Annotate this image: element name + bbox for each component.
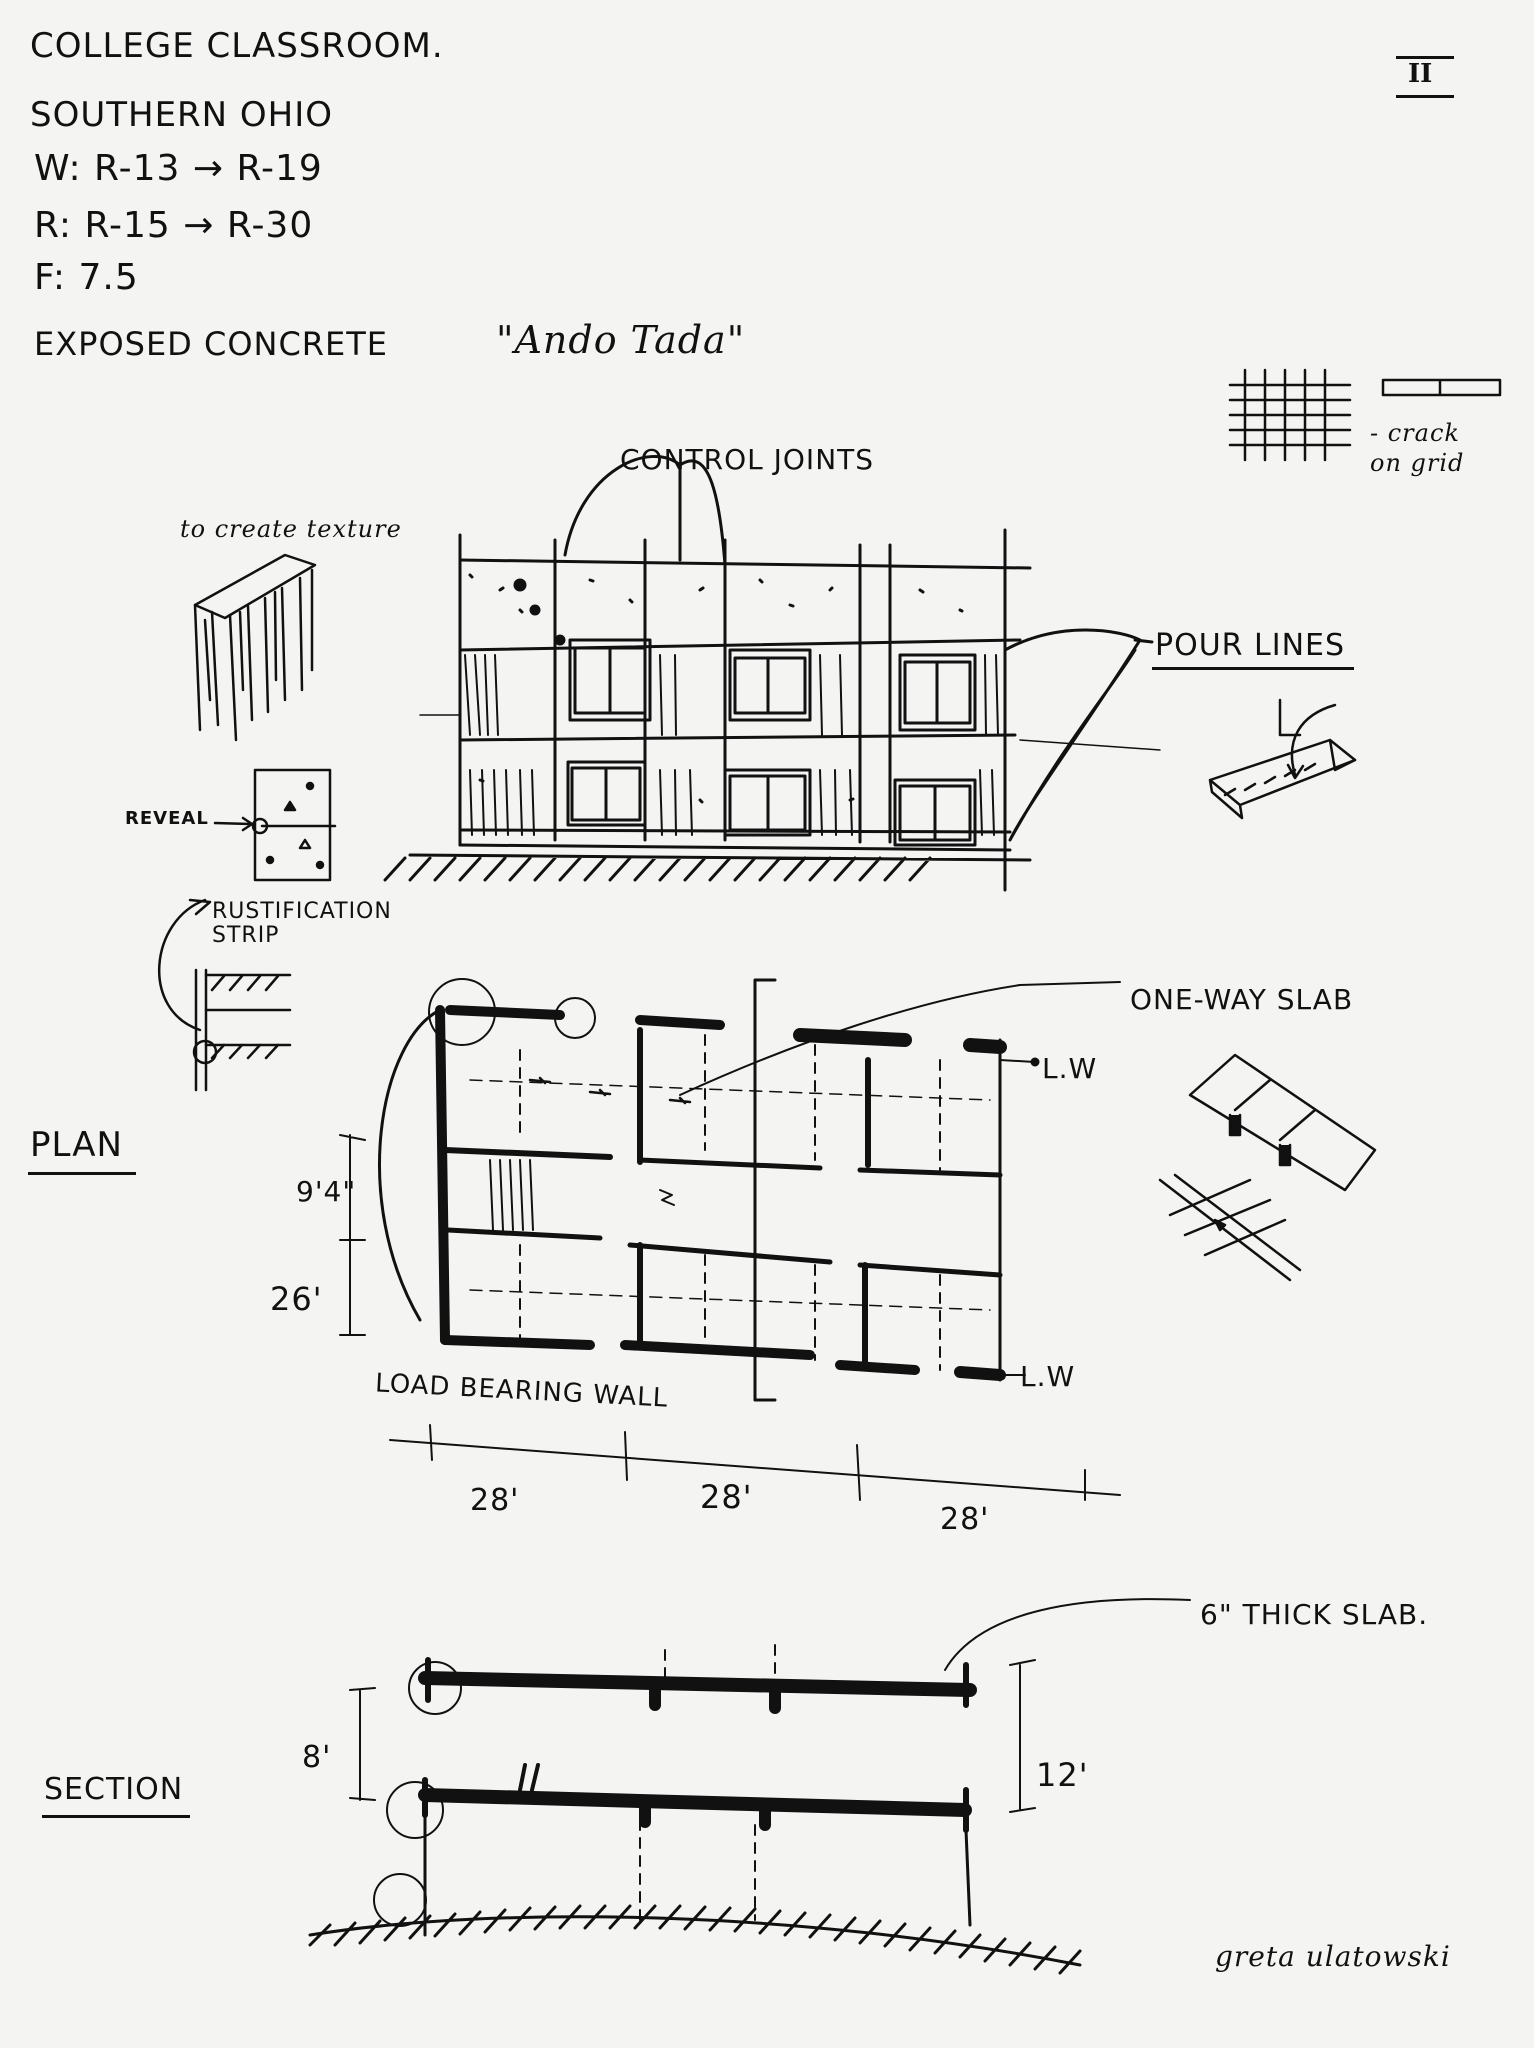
plan-dim-26: 26' [270,1280,323,1318]
grid-crack-detail [1228,368,1502,462]
plan-dim-28-a: 28' [470,1483,520,1518]
grid-crack-note: - crack on grid [1370,419,1465,477]
rustification-detail [157,898,292,1092]
header-line-3: W: R-13 → R-19 [34,148,323,189]
slab-note: 6" THICK SLAB. [1200,1598,1429,1631]
pour-lines-underline [1152,667,1354,670]
signature: greta ulatowski [1215,1940,1451,1973]
pour-lines-label: POUR LINES [1155,628,1346,663]
elevation-drawing [383,455,1161,892]
lw-top-label: L.W [1042,1052,1098,1085]
header-line-2: SOUTHERN OHIO [30,95,334,135]
lw-bottom-label: L.W [1020,1360,1076,1393]
header-line-6: EXPOSED CONCRETE [34,325,388,363]
header-line-5: F: 7.5 [34,257,139,298]
texture-brush-sketch [193,553,317,742]
plan-title-underline [28,1172,136,1175]
rustification-label: RUSTIFICATION STRIP [212,899,392,948]
one-way-slab-label: ONE-WAY SLAB [1130,983,1354,1016]
header-line-1: COLLEGE CLASSROOM. [30,26,444,66]
page-number-box: II [1396,56,1454,98]
control-joints-label: CONTROL JOINTS [620,443,875,476]
pour-line-detail [1208,698,1357,820]
section-dim-12: 12' [1036,1756,1089,1794]
plan-title: PLAN [30,1125,123,1165]
one-way-slab-sketch [1158,1053,1377,1282]
plan-dim-28-c: 28' [940,1502,990,1537]
section-title-underline [42,1815,190,1818]
plan-dim-28-b: 28' [700,1478,753,1516]
section-title: SECTION [44,1772,184,1807]
plan-dim-9-4: 9'4" [296,1175,357,1208]
header-quote: "Ando Tada" [496,318,746,362]
header-line-4: R: R-15 → R-30 [34,205,314,246]
texture-label: to create texture [180,515,402,543]
reveal-detail [213,768,337,882]
page-number: II [1408,59,1433,89]
reveal-label: REVEAL [125,808,209,829]
section-dim-8: 8' [302,1740,332,1775]
plan-drawing [339,978,1121,1501]
section-drawing [308,1598,1191,1975]
